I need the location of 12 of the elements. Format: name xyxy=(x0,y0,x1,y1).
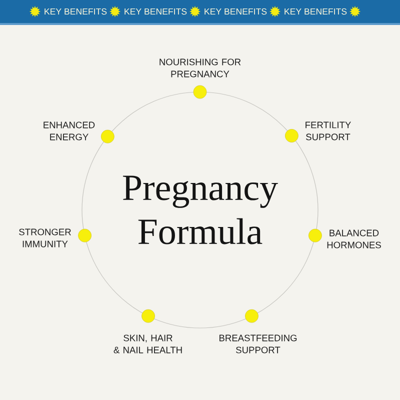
benefit-label: NOURISHING FOR PREGNANCY xyxy=(160,58,241,78)
benefit-label: SKIN, HAIR & NAIL HEALTH xyxy=(114,334,182,354)
benefit-label: FERTILITY SUPPORT xyxy=(306,122,351,140)
banner-text: KEY BENEFITS xyxy=(204,8,267,15)
banner-text: KEY BENEFITS xyxy=(284,8,347,15)
banner-text: KEY BENEFITS xyxy=(124,8,187,15)
benefit-label: STRONGER IMMUNITY xyxy=(19,228,71,248)
benefit-label: BALANCED HORMONES xyxy=(327,230,381,248)
banner-text: KEY BENEFITS xyxy=(44,8,107,15)
benefit-label: BREASTFEEDING SUPPORT xyxy=(220,334,297,354)
benefit-label: ENHANCED ENERGY xyxy=(44,122,95,140)
title-text: Pregnancy Formula xyxy=(122,176,278,244)
